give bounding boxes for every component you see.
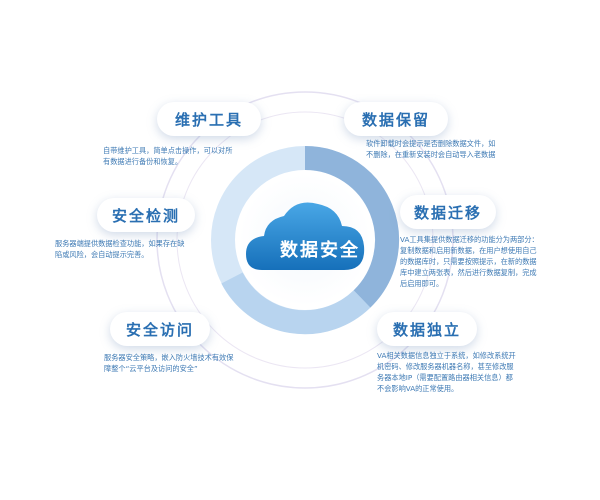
item-security-check-desc: 服务器端提供数据检查功能，如果存在缺 陷或风险，会自动提示完善。 <box>55 239 185 259</box>
item-data-retention-desc: 软件卸载时会提示是否删除数据文件，如 不删除，在重新安装时会自动导入老数据 <box>366 139 496 159</box>
item-data-independence-desc: VA相关数据信息独立于系统，如修改系统开 机密码、修改服务器机器名称，甚至修改服… <box>377 351 516 393</box>
item-maintenance-tool-desc: 自带维护工具，简单点击操作，可以对所 有数据进行备份和恢复。 <box>103 146 233 166</box>
item-data-migration-title: 数据迁移 <box>413 203 482 222</box>
item-data-migration[interactable]: 数据迁移 <box>400 195 496 229</box>
item-data-retention-title: 数据保留 <box>361 110 430 129</box>
item-secure-access[interactable]: 安全访问 <box>110 312 210 346</box>
item-data-independence[interactable]: 数据独立 <box>377 312 477 346</box>
item-secure-access-desc: 服务器安全策略，嵌入防火墙技术有效保 障整个“云平台及访问的安全” <box>104 353 234 373</box>
item-data-migration-desc: VA工具集提供数据迁移的功能分为两部分： 复制数据和启用新数据，在用户想使用自己… <box>400 235 539 288</box>
outer-ring-2 <box>176 111 434 369</box>
item-secure-access-title: 安全访问 <box>125 320 194 339</box>
item-data-independence-title: 数据独立 <box>392 320 461 339</box>
item-security-check[interactable]: 安全检测 <box>97 198 195 232</box>
item-maintenance-tool[interactable]: 维护工具 <box>157 102 261 136</box>
donut-segment-right <box>304 146 400 308</box>
donut-segment-bottom <box>221 272 371 335</box>
item-security-check-title: 安全检测 <box>111 206 180 225</box>
item-data-retention[interactable]: 数据保留 <box>344 102 448 136</box>
item-maintenance-tool-title: 维护工具 <box>174 110 243 129</box>
outer-ring <box>156 91 454 389</box>
center-title: 数据安全 <box>280 240 360 261</box>
cloud-icon <box>246 202 365 270</box>
